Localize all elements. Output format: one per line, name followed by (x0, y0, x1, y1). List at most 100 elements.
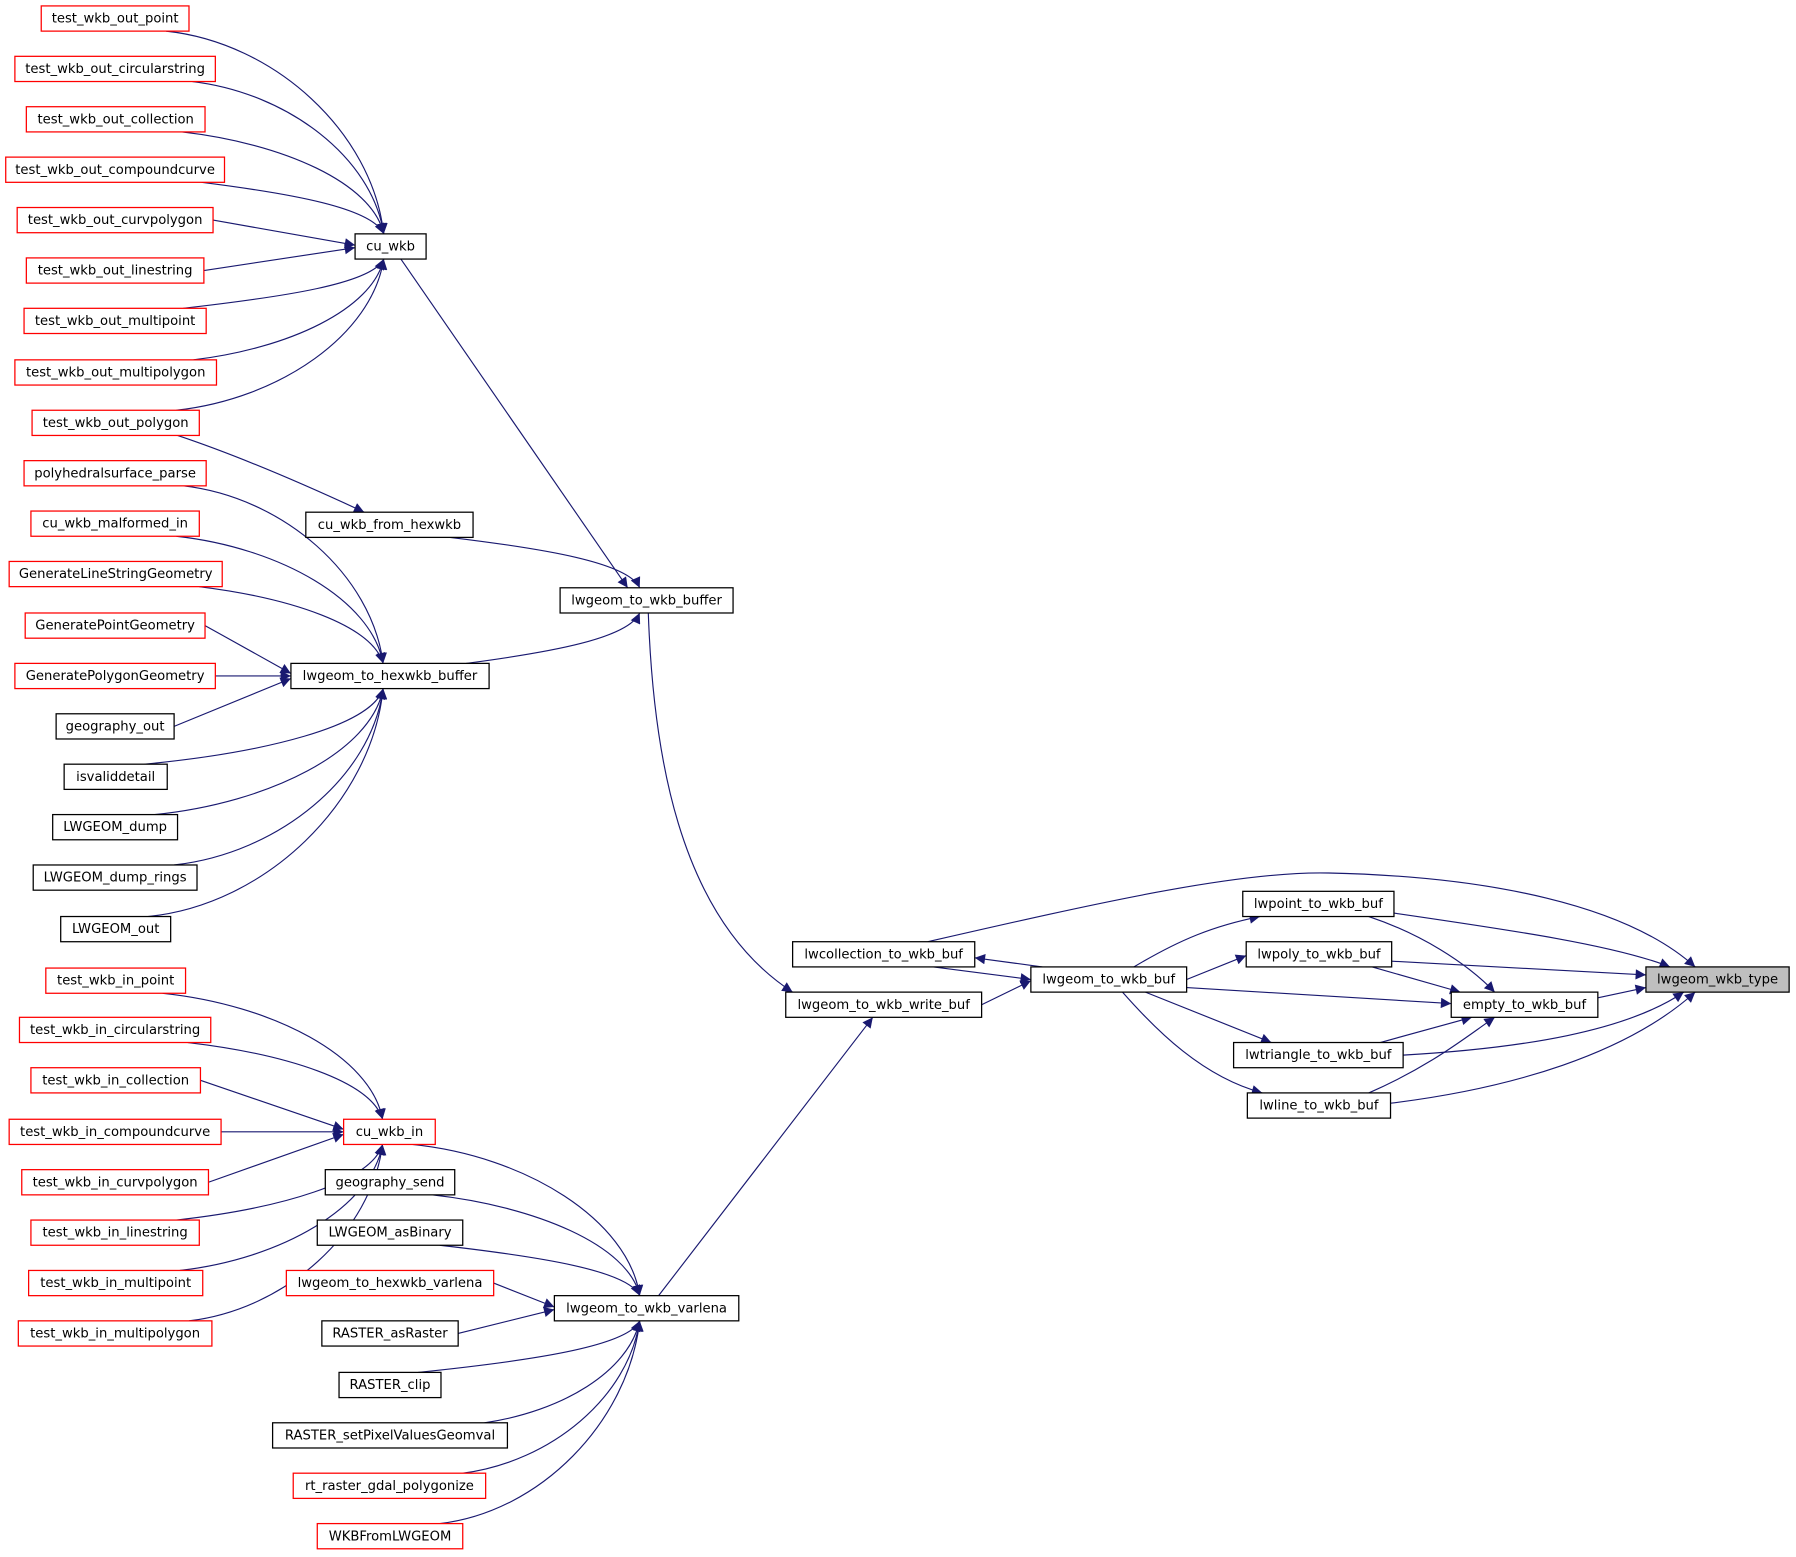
node-point-buf[interactable]: lwpoint_to_wkb_buf (1242, 890, 1395, 918)
edge-out_poly-to-cu_wkb (176, 258, 388, 411)
node-box (8, 560, 223, 588)
node-out-mpoly[interactable]: test_wkb_out_multipolygon (14, 359, 218, 386)
edge-out_ls-to-cu_wkb (203, 244, 356, 272)
node-label: lwgeom_to_wkb_write_buf (797, 998, 970, 1013)
node-geog-send[interactable]: geography_send (324, 1169, 456, 1196)
node-wkb-buf[interactable]: lwgeom_to_wkb_buf (1030, 966, 1188, 993)
node-label: test_wkb_out_point (52, 12, 179, 27)
node-in-cc[interactable]: test_wkb_in_compoundcurve (8, 1118, 222, 1146)
node-box (16, 206, 214, 234)
node-box (23, 460, 207, 487)
node-label: test_wkb_in_collection (42, 1073, 189, 1088)
node-box (1242, 890, 1395, 918)
node-polyhedral[interactable]: polyhedralsurface_parse (23, 460, 207, 487)
node-out-circ[interactable]: test_wkb_out_circularstring (14, 55, 216, 83)
node-malformed[interactable]: cu_wkb_malformed_in (30, 510, 200, 537)
node-out-ls[interactable]: test_wkb_out_linestring (25, 257, 205, 284)
node-box (1030, 966, 1188, 993)
node-dump[interactable]: LWGEOM_dump (52, 813, 179, 841)
node-label: lwpoint_to_wkb_buf (1254, 897, 1383, 912)
node-label: lwgeom_wkb_type (1657, 973, 1778, 988)
node-label: test_wkb_out_multipoint (35, 314, 195, 329)
node-in-ls[interactable]: test_wkb_in_linestring (30, 1219, 200, 1246)
edge-polygonize-to-wkb_varlena (462, 1320, 644, 1474)
edge-out_coll-to-cu_wkb (182, 131, 387, 234)
node-write-buf[interactable]: lwgeom_to_wkb_write_buf (785, 991, 983, 1018)
node-box (1645, 966, 1790, 993)
node-from-hex[interactable]: cu_wkb_from_hexwkb (305, 511, 474, 539)
node-hex-buffer[interactable]: lwgeom_to_hexwkb_buffer (290, 662, 490, 690)
node-gen-ls[interactable]: GenerateLineStringGeometry (8, 560, 223, 588)
edge-out_cc-to-cu_wkb (201, 181, 385, 235)
edge-poly_buf-to-empty_buf (1372, 966, 1461, 995)
node-wkb-buffer[interactable]: lwgeom_to_wkb_buffer (559, 587, 734, 614)
edge-hex_varlena-to-wkb_varlena (493, 1282, 555, 1309)
node-coll-buf[interactable]: lwcollection_to_wkb_buf (791, 941, 976, 968)
node-box (14, 662, 216, 690)
node-gen-pt[interactable]: GeneratePointGeometry (24, 612, 206, 639)
node-out-poly[interactable]: test_wkb_out_polygon (31, 409, 200, 437)
node-setpix[interactable]: RASTER_setPixelValuesGeomval (271, 1422, 509, 1449)
node-box (25, 106, 206, 133)
node-box (1245, 941, 1393, 968)
node-label: geography_send (336, 1175, 445, 1190)
node-in-point[interactable]: test_wkb_in_point (45, 967, 187, 994)
node-cu-wkb[interactable]: cu_wkb (354, 233, 427, 260)
node-isvalid[interactable]: isvaliddetail (63, 763, 168, 791)
node-lw-out[interactable]: LWGEOM_out (60, 915, 172, 943)
node-in-circ[interactable]: test_wkb_in_circularstring (18, 1016, 212, 1044)
node-geog-out[interactable]: geography_out (55, 713, 175, 740)
node-wkbfrom[interactable]: WKBFromLWGEOM (316, 1522, 464, 1550)
node-label: test_wkb_out_polygon (43, 416, 189, 431)
edge-wkb_buf-to-poly_buf (1186, 954, 1247, 981)
edge-in_ls-to-cu_wkb_in (176, 1144, 385, 1221)
node-polygonize[interactable]: rt_raster_gdal_polygonize (292, 1472, 487, 1500)
node-box (60, 915, 172, 943)
edge-cu_wkb_in-to-wkb_varlena (412, 1143, 644, 1296)
node-in-cp[interactable]: test_wkb_in_curvpolygon (21, 1169, 210, 1196)
node-box (52, 813, 179, 841)
node-box (45, 967, 187, 994)
edge-point_buf-to-empty_buf (1368, 915, 1496, 993)
node-out-coll[interactable]: test_wkb_out_collection (25, 106, 206, 133)
node-box (292, 1472, 487, 1500)
node-in-mp[interactable]: test_wkb_in_multipoint (28, 1269, 204, 1297)
node-box (321, 1320, 459, 1347)
node-cu-wkb-in[interactable]: cu_wkb_in (342, 1118, 436, 1146)
node-label: polyhedralsurface_parse (34, 466, 196, 481)
edge-out_cp-to-cu_wkb (212, 219, 356, 249)
node-poly-buf[interactable]: lwpoly_to_wkb_buf (1245, 941, 1393, 968)
node-in-coll[interactable]: test_wkb_in_collection (30, 1067, 202, 1094)
node-out-cp[interactable]: test_wkb_out_curvpolygon (16, 206, 214, 234)
node-label: RASTER_setPixelValuesGeomval (285, 1428, 495, 1443)
edge-geog_out-to-hex_buffer (173, 677, 292, 727)
node-box (316, 1522, 464, 1550)
node-out-cc[interactable]: test_wkb_out_compoundcurve (5, 156, 226, 183)
edge-setpix-to-wkb_varlena (484, 1320, 643, 1424)
node-asbinary[interactable]: LWGEOM_asBinary (316, 1219, 464, 1246)
node-label: GeneratePointGeometry (35, 619, 195, 634)
edge-wkb_buf-to-point_buf (1133, 913, 1261, 968)
edge-geog_send-to-wkb_varlena (431, 1194, 643, 1296)
node-out-mp[interactable]: test_wkb_out_multipoint (23, 307, 207, 335)
node-wkb-varlena[interactable]: lwgeom_to_wkb_varlena (553, 1295, 740, 1322)
node-gen-poly[interactable]: GeneratePolygonGeometry (14, 662, 216, 690)
node-dump-rings[interactable]: LWGEOM_dump_rings (32, 864, 198, 891)
node-clip[interactable]: RASTER_clip (338, 1371, 442, 1399)
node-in-mpoly[interactable]: test_wkb_in_multipolygon (17, 1320, 213, 1347)
edge-out_poly-to-from_hex (177, 434, 365, 513)
node-label: test_wkb_in_compoundcurve (20, 1125, 210, 1140)
edge-in_circ-to-cu_wkb_in (187, 1041, 385, 1120)
node-label: test_wkb_out_curvpolygon (28, 213, 203, 228)
node-asraster[interactable]: RASTER_asRaster (321, 1320, 459, 1347)
edge-poly_buf-to-wkb_type (1391, 960, 1646, 980)
node-hex-varlena[interactable]: lwgeom_to_hexwkb_varlena (285, 1269, 495, 1297)
node-line-buf[interactable]: lwline_to_wkb_buf (1246, 1092, 1392, 1119)
node-box (21, 1169, 210, 1196)
node-tri-buf[interactable]: lwtriangle_to_wkb_buf (1232, 1041, 1404, 1069)
node-box (32, 864, 198, 891)
node-wkb-type[interactable]: lwgeom_wkb_type (1645, 966, 1790, 993)
node-empty-buf[interactable]: empty_to_wkb_buf (1450, 991, 1599, 1018)
node-out-point[interactable]: test_wkb_out_point (40, 5, 190, 32)
